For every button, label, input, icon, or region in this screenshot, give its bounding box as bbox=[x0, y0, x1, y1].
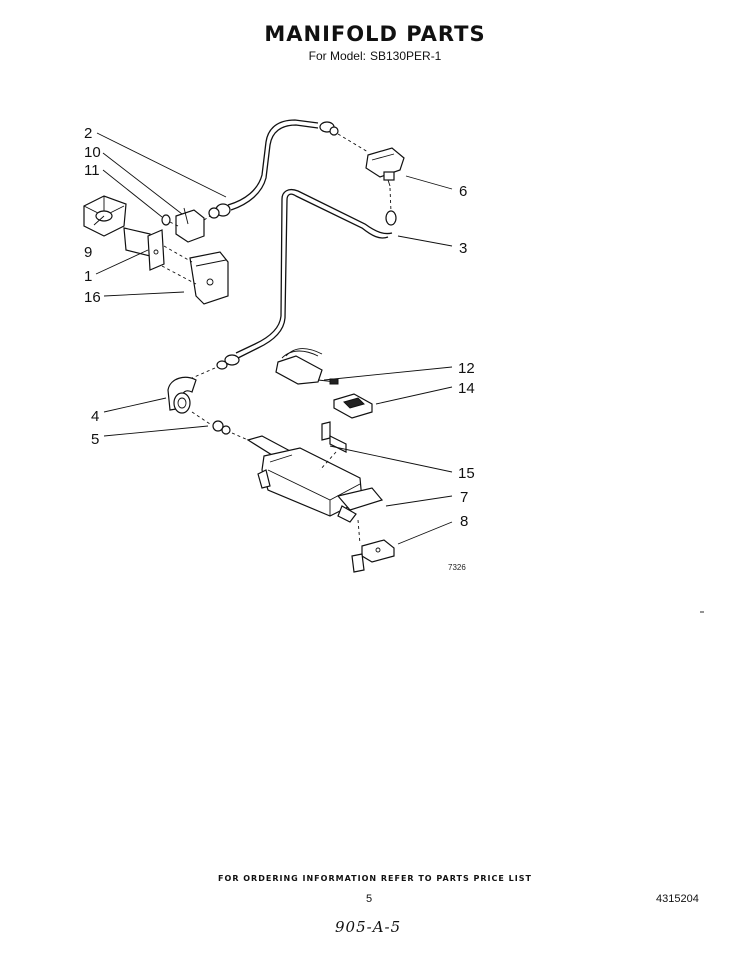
part-4-elbow bbox=[167, 376, 197, 414]
leader-lines bbox=[93, 132, 453, 545]
part-12-electrode bbox=[275, 348, 339, 385]
part-6-orifice-holder bbox=[365, 147, 405, 187]
callout-15: 15 bbox=[458, 465, 475, 482]
callout-7: 7 bbox=[460, 489, 468, 506]
part-3-long-tube bbox=[216, 188, 397, 370]
callout-5: 5 bbox=[91, 431, 99, 448]
page-title: MANIFOLD PARTS bbox=[264, 22, 486, 46]
callout-2: 2 bbox=[84, 125, 92, 142]
page-number: 5 bbox=[366, 893, 373, 905]
part-11-fitting bbox=[161, 214, 171, 226]
figure-code: 7326 bbox=[448, 563, 466, 572]
part-14-igniter-block bbox=[333, 393, 373, 419]
valve-assembly bbox=[83, 195, 229, 305]
callout-11: 11 bbox=[84, 162, 100, 179]
callout-6: 6 bbox=[459, 183, 467, 200]
callout-3: 3 bbox=[459, 240, 467, 257]
upper-gas-tube bbox=[208, 119, 339, 219]
model-prefix: For Model: bbox=[308, 49, 366, 63]
callout-16: 16 bbox=[84, 289, 101, 306]
part-16-bracket bbox=[189, 251, 229, 305]
part-7-burner bbox=[246, 435, 384, 523]
callout-8: 8 bbox=[460, 513, 468, 530]
callout-10: 10 bbox=[84, 144, 101, 161]
part-5-fitting bbox=[212, 420, 231, 435]
part-1-valve-body bbox=[123, 227, 151, 257]
model-number: SB130PER-1 bbox=[369, 49, 442, 63]
ordering-note: FOR ORDERING INFORMATION REFER TO PARTS … bbox=[218, 874, 532, 883]
callout-4: 4 bbox=[91, 408, 99, 425]
callout-12: 12 bbox=[458, 360, 475, 377]
handwritten-note: 905-A-5 bbox=[335, 918, 402, 936]
callout-14: 14 bbox=[458, 380, 475, 397]
callout-9: 9 bbox=[84, 244, 92, 261]
part-8-bracket bbox=[351, 539, 395, 573]
part-15-bracket bbox=[321, 421, 347, 453]
part-10-fitting bbox=[175, 209, 205, 243]
document-number: 4315204 bbox=[656, 893, 699, 905]
model-line: For Model:SB130PER-1 bbox=[0, 49, 750, 63]
callout-1: 1 bbox=[84, 268, 92, 285]
